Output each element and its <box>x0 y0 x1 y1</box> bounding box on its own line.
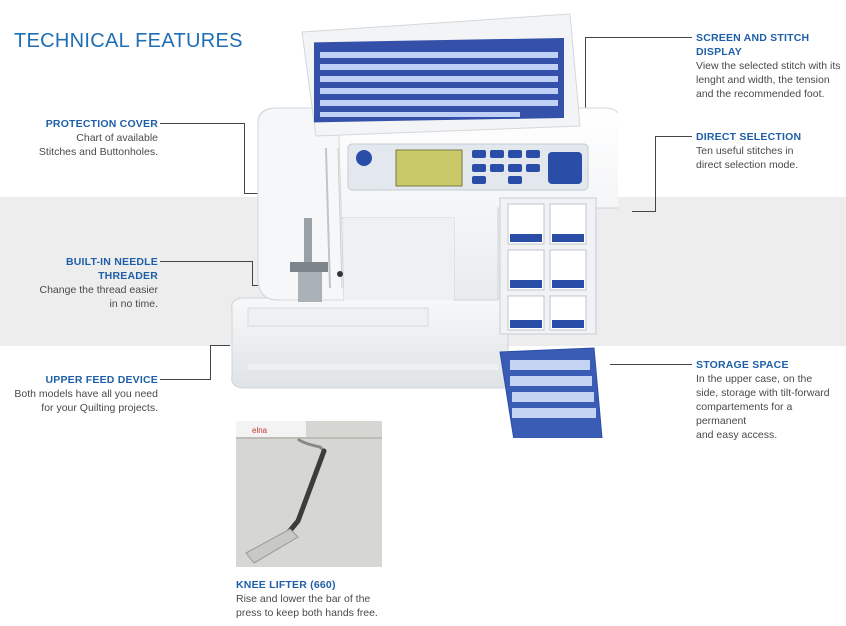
knee-lifter-photo: elna <box>236 421 382 567</box>
leader-line <box>632 211 656 212</box>
knee-lifter-illustration: elna <box>236 421 382 567</box>
callout-heading: DISPLAY <box>696 46 742 58</box>
callout-body-line: View the selected stitch with its <box>696 60 841 72</box>
callout-body-line: lenght and width, the tension <box>696 74 830 86</box>
callout-body-line: Chart of available <box>76 132 158 144</box>
callout-body-line: and the recommended foot. <box>696 88 825 100</box>
callout-body-line: Both models have all you need <box>14 388 158 400</box>
leader-line <box>585 37 692 38</box>
leader-line <box>160 261 252 262</box>
callout-body-line: direct selection mode. <box>696 159 799 171</box>
callout-body-line: Stitches and Buttonholes. <box>38 146 158 158</box>
sewing-machine-illustration <box>231 13 618 438</box>
callout-storage-space: STORAGE SPACE In the upper case, on the … <box>696 358 844 442</box>
callout-upper-feed: UPPER FEED DEVICE Both models have all y… <box>0 373 158 415</box>
leader-line <box>160 123 244 124</box>
leader-line <box>210 345 211 380</box>
callout-screen-display: SCREEN AND STITCH DISPLAY View the selec… <box>696 31 841 101</box>
leader-line <box>252 261 253 285</box>
callout-direct-selection: DIRECT SELECTION Ten useful stitches in … <box>696 130 841 172</box>
callout-body-line: in no time. <box>109 298 158 310</box>
page-title: TECHNICAL FEATURES <box>14 30 243 52</box>
callout-body-line: Rise and lower the bar of the <box>236 593 371 605</box>
leader-line <box>655 136 656 211</box>
leader-line <box>655 136 692 137</box>
callout-body-line: side, storage with tilt-forward <box>696 387 830 399</box>
leader-line <box>610 364 692 365</box>
callout-body-line: In the upper case, on the <box>696 373 813 385</box>
callout-body-line: Ten useful stitches in <box>696 145 794 157</box>
callout-heading: SCREEN AND STITCH <box>696 32 810 44</box>
callout-needle-threader: BUILT-IN NEEDLE THREADER Change the thre… <box>20 255 159 311</box>
callout-heading: BUILT-IN NEEDLE <box>65 256 158 268</box>
brand-logo: elna <box>252 426 268 435</box>
leader-line <box>244 193 260 194</box>
callout-heading: PROTECTION COVER <box>45 118 158 130</box>
callout-body-line: Change the thread easier <box>39 284 159 296</box>
callout-protection-cover: PROTECTION COVER Chart of available Stit… <box>20 117 158 159</box>
callout-body-line: and easy access. <box>696 429 778 441</box>
leader-line <box>160 379 210 380</box>
callout-heading: UPPER FEED DEVICE <box>45 374 158 386</box>
callout-heading: DIRECT SELECTION <box>696 131 802 143</box>
callout-body-line: compartements for a permanent <box>696 401 793 427</box>
leader-line <box>585 37 586 155</box>
callout-knee-lifter: KNEE LIFTER (660) Rise and lower the bar… <box>236 578 396 620</box>
callout-heading: THREADER <box>98 270 158 282</box>
callout-heading: STORAGE SPACE <box>696 359 789 371</box>
leader-line <box>244 123 245 193</box>
callout-heading: KNEE LIFTER (660) <box>236 579 336 591</box>
callout-body-line: for your Quilting projects. <box>41 402 158 414</box>
callout-body-line: press to keep both hands free. <box>236 607 378 619</box>
leader-line <box>210 345 230 346</box>
